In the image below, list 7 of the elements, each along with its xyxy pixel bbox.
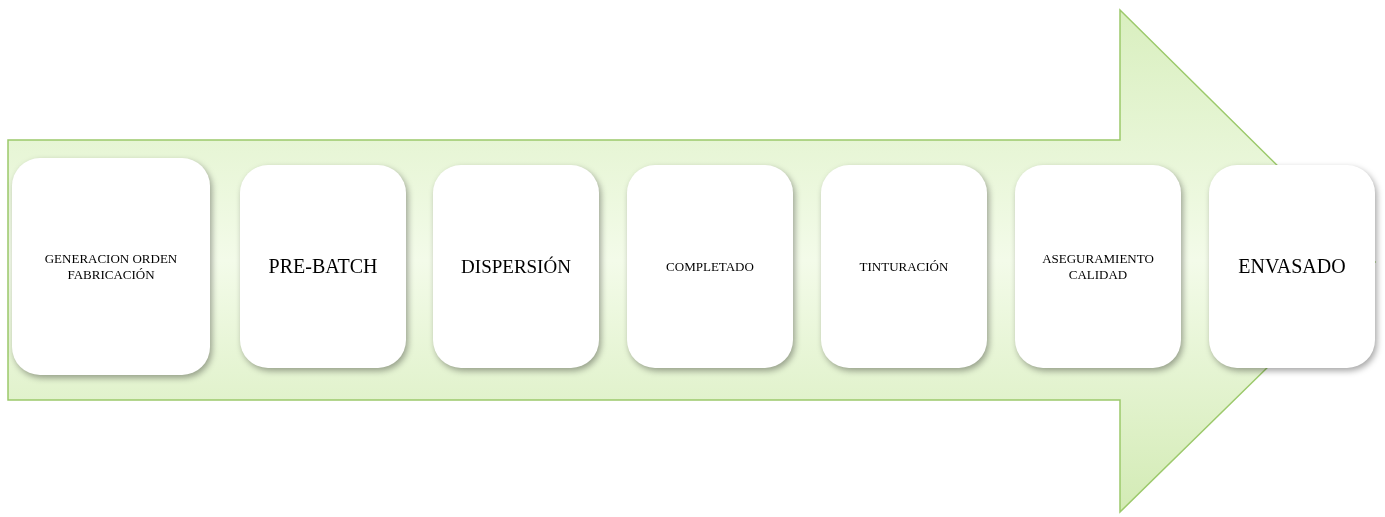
process-box: GENERACION ORDEN FABRICACIÓN [12, 158, 210, 375]
process-box: ENVASADO [1209, 165, 1375, 368]
process-box: DISPERSIÓN [433, 165, 599, 368]
process-box: ASEGURAMIENTO CALIDAD [1015, 165, 1181, 368]
process-box: TINTURACIÓN [821, 165, 987, 368]
process-box: COMPLETADO [627, 165, 793, 368]
process-box: PRE-BATCH [240, 165, 406, 368]
